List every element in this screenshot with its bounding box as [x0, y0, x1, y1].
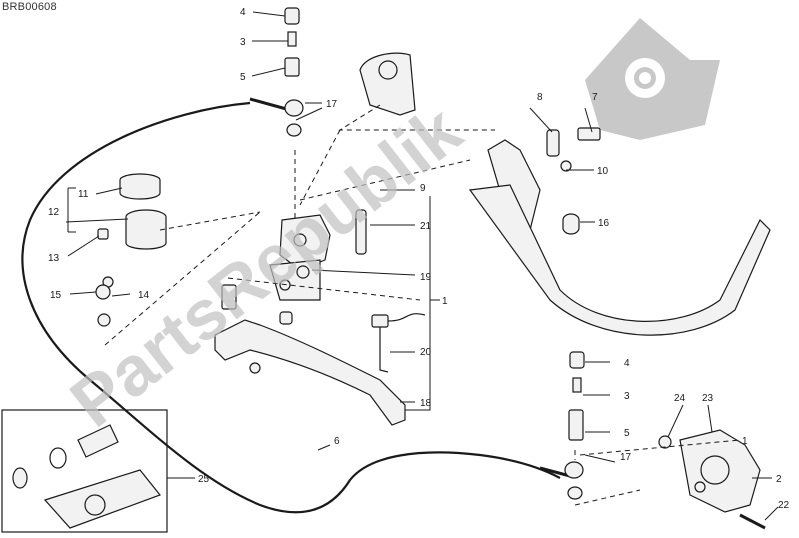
leader-lines — [65, 11, 779, 521]
reservoir — [95, 173, 167, 327]
callout-14: 14 — [138, 290, 150, 301]
callout-24: 24 — [674, 393, 686, 404]
callout-9: 9 — [420, 183, 426, 194]
callout-22: 22 — [778, 500, 790, 511]
clutch-lever — [214, 319, 406, 426]
callout-1-left: 1 — [442, 296, 448, 307]
callout-25: 25 — [198, 474, 210, 485]
bleed-assembly-right — [564, 351, 585, 500]
callout-11: 11 — [78, 189, 89, 200]
master-cylinder — [269, 214, 331, 325]
callout-12: 12 — [48, 207, 60, 218]
callout-3-right: 3 — [624, 391, 630, 402]
callout-2: 2 — [776, 474, 782, 485]
kit-inset-box — [1, 409, 168, 533]
callout-17-right: 17 — [620, 452, 632, 463]
callout-labels: 4 3 5 17 11 12 13 15 14 9 21 19 1 20 18 … — [48, 7, 790, 511]
callout-5-right: 5 — [624, 428, 630, 439]
callout-20: 20 — [420, 347, 432, 358]
watermark-gear-icon — [585, 18, 720, 140]
slave-cylinder — [658, 429, 766, 530]
hose-6 — [21, 101, 561, 514]
callout-23: 23 — [702, 393, 714, 404]
callout-18: 18 — [420, 398, 432, 409]
callout-5-top: 5 — [240, 72, 246, 83]
callout-19: 19 — [420, 272, 432, 283]
bleed-assembly-top — [284, 7, 304, 137]
callout-13: 13 — [48, 253, 60, 264]
handlebar-clamp — [359, 52, 771, 336]
callout-4-top: 4 — [240, 7, 246, 18]
callout-21: 21 — [420, 221, 432, 232]
group-lines — [104, 104, 741, 506]
kit-parts — [12, 424, 161, 529]
callout-10: 10 — [597, 166, 609, 177]
watermark-text: PartsRepublik — [56, 91, 475, 442]
callout-8: 8 — [537, 92, 543, 103]
callout-16: 16 — [598, 218, 610, 229]
callout-1-right: 1 — [742, 436, 748, 447]
callout-6: 6 — [334, 436, 340, 447]
callout-3-top: 3 — [240, 37, 246, 48]
diagram-code: BRB00608 — [2, 1, 57, 13]
callout-7: 7 — [592, 92, 598, 103]
callout-4-right: 4 — [624, 358, 630, 369]
callout-15: 15 — [50, 290, 62, 301]
callout-17-top: 17 — [326, 99, 338, 110]
